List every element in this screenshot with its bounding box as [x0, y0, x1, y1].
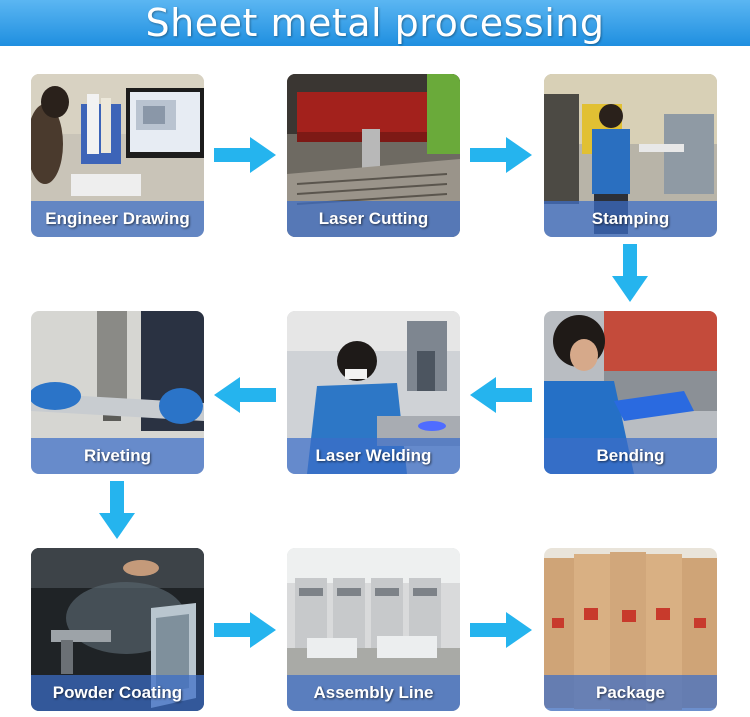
arrow-left-icon — [470, 377, 532, 413]
arrow-right-icon — [470, 137, 532, 173]
arrow-right-icon — [214, 612, 276, 648]
step-label: Assembly Line — [313, 683, 434, 702]
caption-bar: Laser Welding — [287, 438, 460, 474]
assembly-line-photo — [287, 548, 460, 711]
step-card-bending: Bending — [544, 311, 717, 474]
caption-bar: Riveting — [31, 438, 204, 474]
arrow-right-icon — [470, 612, 532, 648]
caption-bar: Stamping — [544, 201, 717, 237]
caption-bar: Assembly Line — [287, 675, 460, 711]
arrow-down-icon — [612, 244, 648, 302]
step-label: Riveting — [83, 446, 152, 465]
step-label: Package — [596, 683, 665, 702]
step-card-assembly-line: Assembly Line — [287, 548, 460, 711]
engineer-drawing-photo — [31, 74, 204, 237]
step-label: Laser Welding — [315, 446, 432, 465]
caption-bar: Bending — [544, 438, 717, 474]
step-label: Powder Coating — [52, 683, 183, 702]
step-card-powder-coating: Powder Coating — [31, 548, 204, 711]
step-card-laser-welding: Laser Welding — [287, 311, 460, 474]
caption-bar: Laser Cutting — [287, 201, 460, 237]
step-label: Stamping — [591, 209, 670, 228]
step-card-riveting: Riveting — [31, 311, 204, 474]
caption-bar: Engineer Drawing — [31, 201, 204, 237]
page-title: Sheet metal processing — [145, 1, 605, 45]
step-card-laser-cutting: Laser Cutting — [287, 74, 460, 237]
arrow-down-icon — [99, 481, 135, 539]
title-banner: Sheet metal processing — [0, 0, 750, 46]
step-label: Bending — [596, 446, 665, 465]
step-card-engineer-drawing: Engineer Drawing — [31, 74, 204, 237]
caption-bar: Powder Coating — [31, 675, 204, 711]
arrow-right-icon — [214, 137, 276, 173]
step-label: Laser Cutting — [318, 209, 429, 228]
step-label: Engineer Drawing — [45, 209, 190, 228]
step-card-package: Package — [544, 548, 717, 711]
caption-bar: Package — [544, 675, 717, 711]
arrow-left-icon — [214, 377, 276, 413]
step-card-stamping: Stamping — [544, 74, 717, 237]
